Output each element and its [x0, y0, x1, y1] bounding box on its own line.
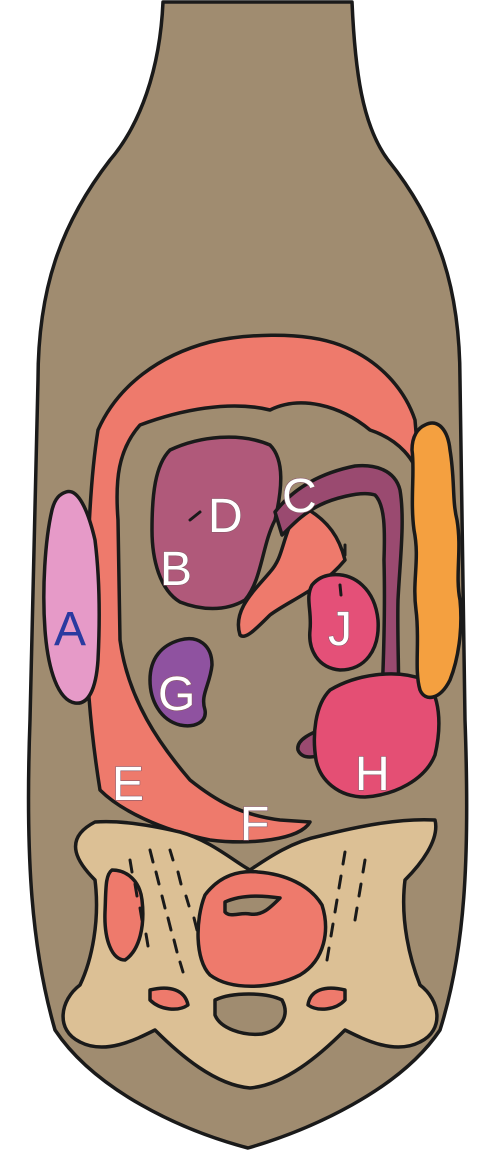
inner-dash-2 — [340, 585, 341, 595]
label-a: A — [54, 603, 86, 656]
label-f: F — [240, 798, 269, 851]
label-d: D — [208, 490, 243, 543]
label-g: G — [158, 668, 195, 721]
label-e: E — [112, 758, 144, 811]
rectum — [198, 872, 325, 987]
label-j: J — [328, 603, 352, 656]
label-h: H — [355, 748, 390, 801]
pelvis-opening-bottom — [215, 994, 285, 1034]
region-a — [44, 492, 99, 704]
label-c: C — [282, 470, 317, 523]
region-orange — [412, 423, 461, 697]
pelvis-hole-left — [105, 870, 143, 960]
label-b: B — [160, 543, 192, 596]
